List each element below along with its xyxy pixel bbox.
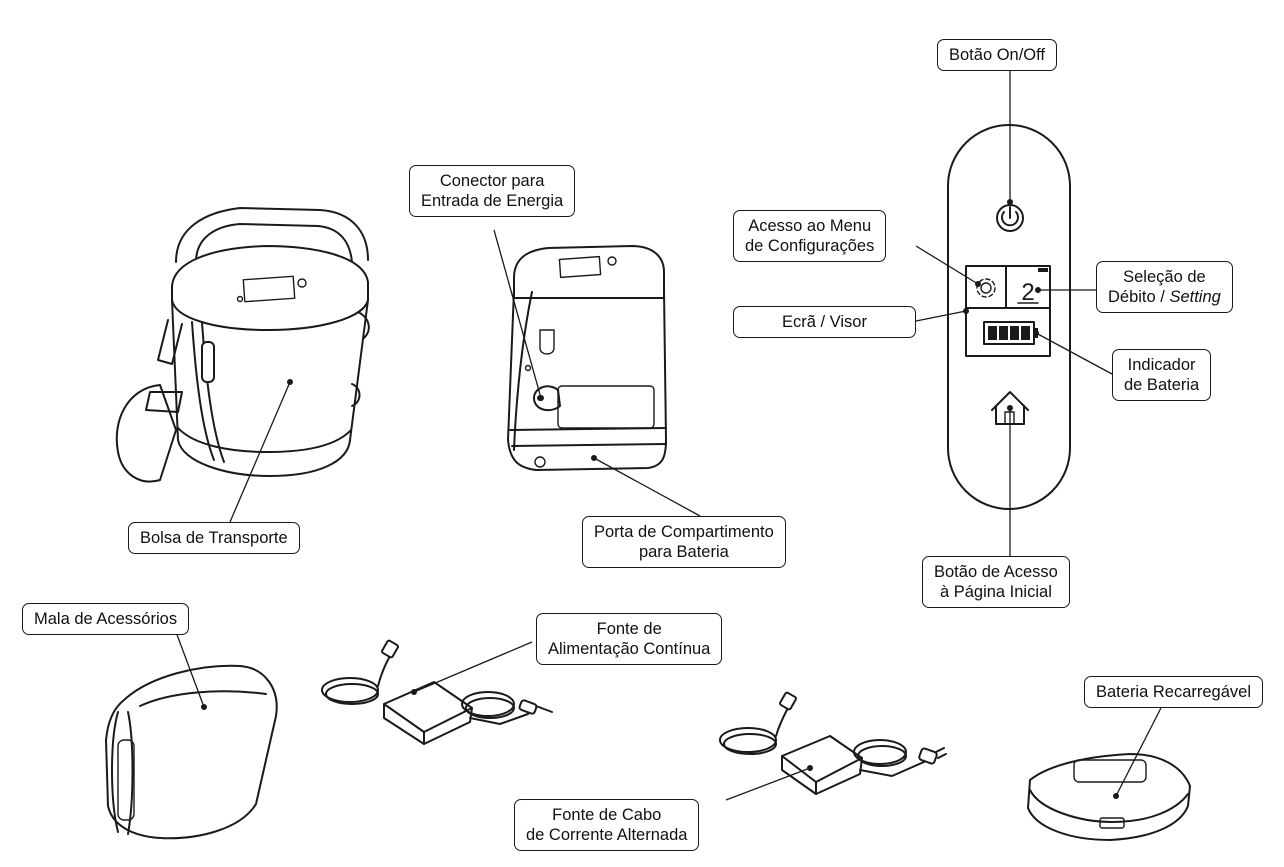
label-battery-door: Porta de Compartimento para Bateria — [582, 516, 786, 568]
control-panel-drawing: 2 — [947, 124, 1071, 510]
accessory-bag-drawing — [105, 664, 278, 840]
label-power-connector: Conector para Entrada de Energia — [409, 165, 576, 217]
label-dc-supply: Fonte de Alimentação Contínua — [536, 613, 723, 665]
battery-segment — [1021, 326, 1030, 340]
flow-value: 2 — [1021, 279, 1034, 306]
leader-lines — [175, 70, 1165, 801]
battery-icon — [983, 321, 1038, 345]
label-flow-setting: Seleção de Débito / Setting — [1096, 261, 1233, 313]
label-rechargeable-battery: Bateria Recarregável — [1084, 676, 1263, 708]
label-power-button: Botão On/Off — [937, 39, 1058, 71]
battery-segment — [1010, 326, 1019, 340]
label-accessory-bag: Mala de Acessórios — [22, 603, 190, 635]
battery-segment — [988, 326, 997, 340]
label-ac-supply: Fonte de Cabo de Corrente Alternada — [514, 799, 700, 851]
label-settings-menu: Acesso ao Menu de Configurações — [733, 210, 887, 262]
label-battery-indicator: Indicador de Bateria — [1112, 349, 1212, 401]
label-home-button: Botão de Acesso à Página Inicial — [922, 556, 1070, 608]
leader-dots — [201, 199, 1119, 799]
gear-icon — [976, 278, 996, 298]
dc-power-supply-drawing — [321, 639, 553, 745]
concentrator-drawing — [507, 245, 667, 471]
ac-power-supply-drawing — [719, 691, 947, 795]
carry-bag-drawing — [115, 207, 370, 483]
power-icon — [996, 204, 1024, 232]
label-display: Ecrã / Visor — [733, 306, 916, 338]
battery-segment — [999, 326, 1008, 340]
battery-drawing — [1027, 753, 1191, 841]
label-carry-bag: Bolsa de Transporte — [128, 522, 300, 554]
